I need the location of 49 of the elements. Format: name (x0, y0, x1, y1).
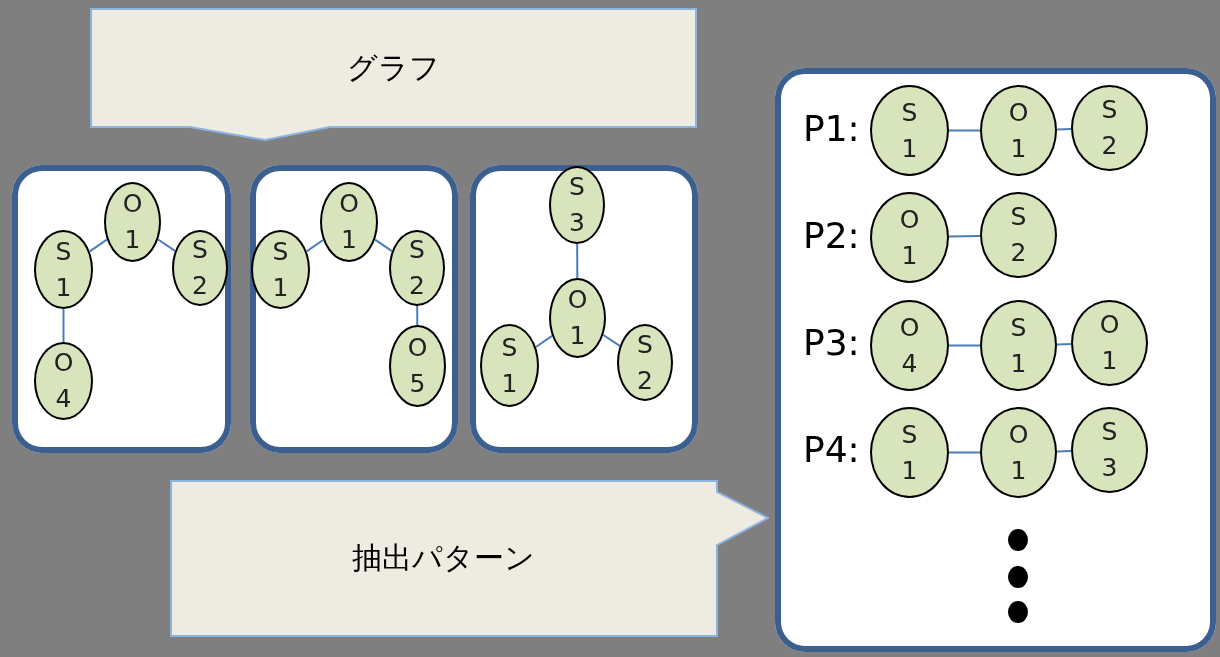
connector-line (948, 129, 981, 132)
connector-line (416, 305, 419, 326)
connector-line (1056, 343, 1072, 346)
connector-line (305, 238, 325, 253)
vertex-ellipse: O 1 (1071, 300, 1148, 386)
connector-line (948, 451, 981, 454)
vertex-ellipse: O 5 (389, 325, 446, 407)
vertex-ellipse: O 4 (34, 342, 93, 420)
vertex-ellipse: S 3 (1071, 407, 1148, 493)
vertex-ellipse: O 1 (320, 182, 378, 262)
vertex-ellipse: S 1 (870, 85, 949, 176)
pattern-label: P2: (803, 214, 860, 258)
pattern-label: P4: (803, 428, 860, 472)
connector-line (602, 334, 621, 347)
connector-line (576, 243, 579, 279)
vertex-ellipse: S 1 (870, 407, 949, 498)
vertex-ellipse: S 1 (480, 324, 539, 407)
callout-label: グラフ (347, 48, 440, 87)
graph-panel (470, 165, 698, 453)
vertex-ellipse: S 2 (1071, 85, 1148, 171)
vertex-ellipse: O 4 (870, 300, 949, 391)
connector-line (948, 234, 981, 238)
connector-line (88, 238, 108, 253)
graph-panel (12, 165, 231, 453)
vertex-ellipse: O 1 (980, 407, 1057, 498)
vertex-ellipse: O 1 (104, 182, 161, 262)
connector-line (1056, 450, 1072, 453)
vertex-ellipse: S 2 (980, 192, 1057, 278)
vertex-ellipse: O 1 (549, 278, 606, 358)
vertex-ellipse: S 1 (980, 300, 1057, 391)
pattern-label: P3: (803, 321, 860, 365)
pattern-label: P1: (803, 107, 860, 151)
connector-line (62, 308, 65, 343)
vertex-ellipse: S 2 (617, 324, 673, 401)
graph-panel (775, 68, 1216, 652)
vertex-ellipse: S 2 (389, 230, 445, 306)
connector-line (1056, 128, 1072, 131)
connector-line (534, 334, 553, 349)
connector-line (948, 344, 981, 347)
vertex-ellipse: S 3 (549, 166, 605, 244)
vertex-ellipse: S 1 (251, 230, 310, 309)
vertex-ellipse: S 1 (34, 230, 93, 309)
vertex-ellipse: S 2 (172, 230, 228, 306)
vertex-ellipse: O 1 (870, 192, 949, 283)
graph-panel (250, 165, 458, 453)
callout-label: 抽出パターン (351, 538, 535, 577)
connector-line (374, 238, 393, 253)
connector-line (157, 238, 176, 252)
vertex-ellipse: O 1 (980, 85, 1057, 176)
